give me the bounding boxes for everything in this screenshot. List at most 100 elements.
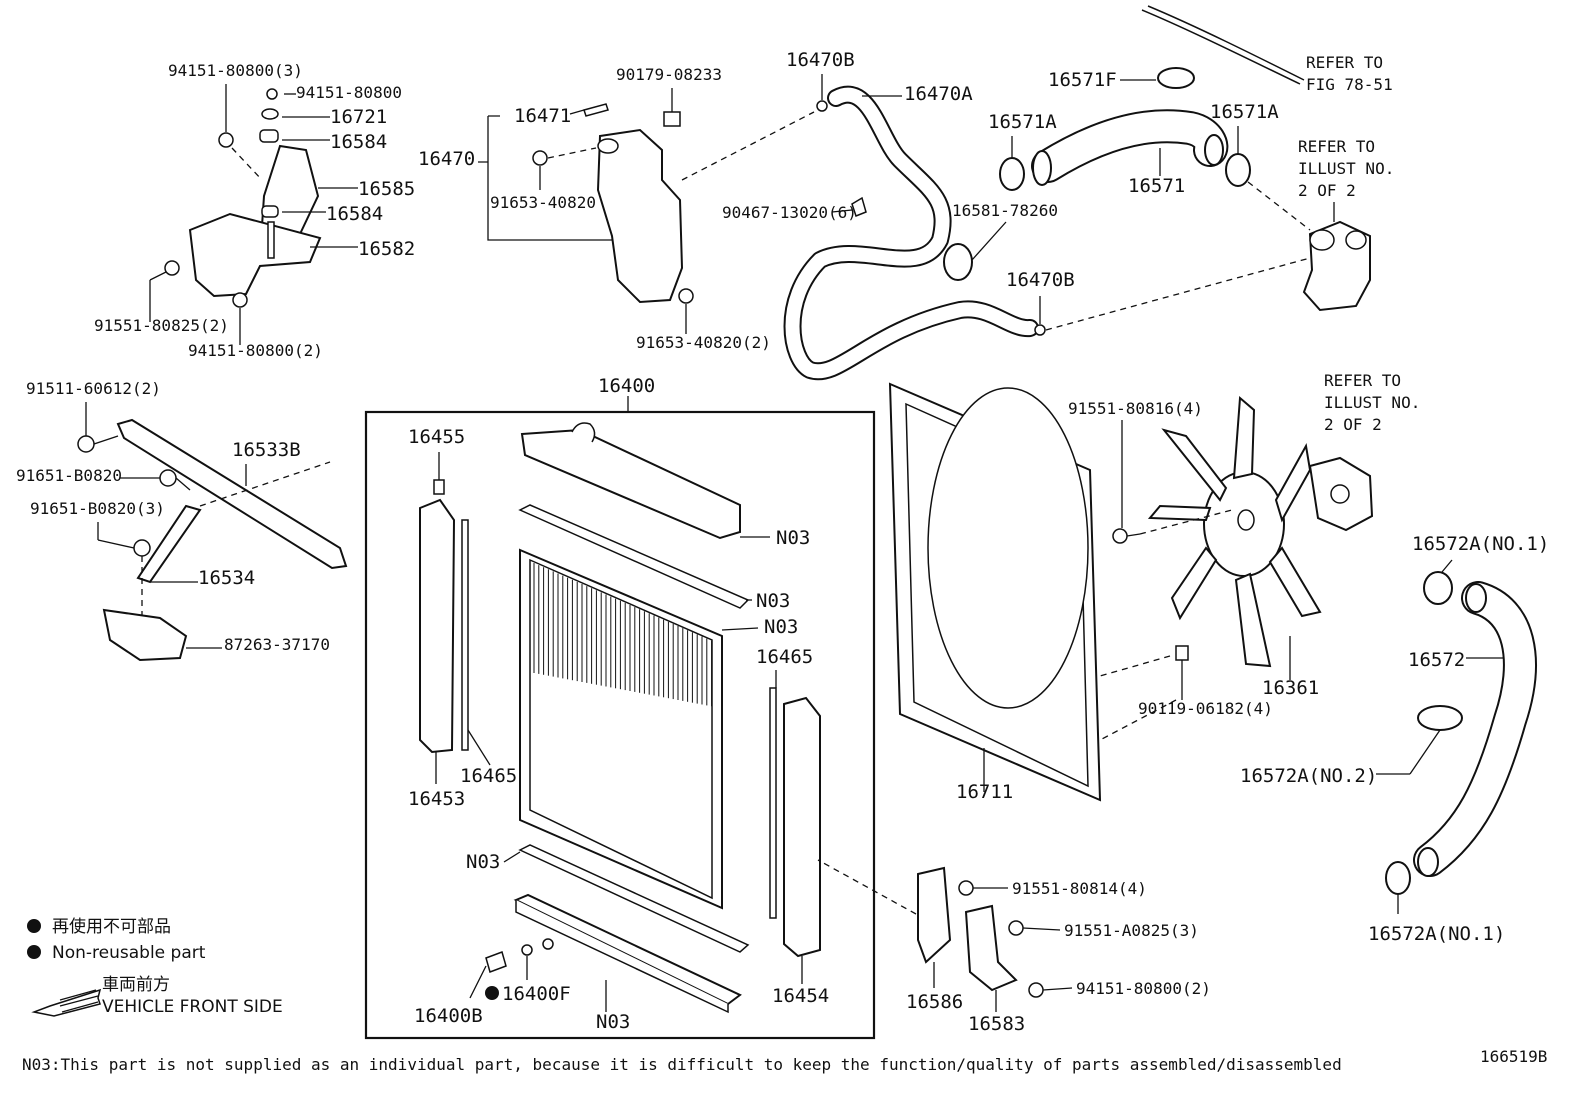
legend-bullet-jp xyxy=(27,919,41,933)
part-label: 16465 xyxy=(756,646,813,668)
lower-radiator-hose xyxy=(1413,581,1537,877)
part-label: 16583 xyxy=(968,1013,1025,1035)
part-label: 16400 xyxy=(598,375,655,397)
overflow-hose xyxy=(783,74,1311,381)
part-label: N03 xyxy=(596,1011,630,1033)
part-label: 91551-80825(2) xyxy=(94,316,229,335)
part-label: 16571F xyxy=(1048,69,1117,91)
hose-clamp-16571a-right xyxy=(1225,126,1311,231)
part-label: 91651-B0820(3) xyxy=(30,499,165,518)
part-label: 16572A(NO.1) xyxy=(1412,533,1549,555)
fan-shroud xyxy=(888,382,1102,802)
part-label: 16721 xyxy=(330,106,387,128)
part-label: 94151-80800(3) xyxy=(168,61,303,80)
part-label: 16572A(NO.1) xyxy=(1368,923,1505,945)
bolt-91551-a0825 xyxy=(1008,920,1061,936)
part-label: 16572A(NO.2) xyxy=(1240,765,1377,787)
part-label: 16571A xyxy=(988,111,1057,133)
part-label: 90179-08233 xyxy=(616,65,722,84)
part-label: 91651-B0820 xyxy=(16,466,122,485)
part-label: 16585 xyxy=(358,178,415,200)
water-outlet xyxy=(1302,202,1371,312)
part-label: N03 xyxy=(776,527,810,549)
part-label: 16400B xyxy=(414,1005,483,1027)
fig-reference-line xyxy=(1141,5,1305,85)
part-label: 94151-80800(2) xyxy=(1076,979,1211,998)
bracket-16582 xyxy=(149,212,358,345)
part-label: 16581-78260 xyxy=(952,201,1058,220)
part-label: ILLUST NO. xyxy=(1324,393,1420,412)
bracket-16586 xyxy=(817,859,952,988)
part-label: 16711 xyxy=(956,781,1013,803)
hose-clamp-16572a-no1-top xyxy=(1423,559,1453,605)
part-label: 16465 xyxy=(460,765,517,787)
reservoir-bracket xyxy=(218,84,358,236)
bracket-16583 xyxy=(964,904,1018,1012)
footnote: N03:This part is not supplied as an indi… xyxy=(22,1055,1342,1074)
part-label: REFER TO xyxy=(1306,53,1383,72)
upper-radiator-hose xyxy=(1031,109,1229,186)
bolt-90119 xyxy=(1099,645,1189,741)
part-label: FIG 78-51 xyxy=(1306,75,1393,94)
fan-coupling xyxy=(1308,456,1374,532)
lower-gasket xyxy=(503,844,750,953)
part-label: 16533B xyxy=(232,439,301,461)
part-label: 16571A xyxy=(1210,101,1279,123)
hose-clamp-16571f xyxy=(1120,67,1195,89)
part-label: 91653-40820(2) xyxy=(636,333,771,352)
part-label: 16471 xyxy=(514,105,571,127)
legend-bullet-en xyxy=(27,945,41,959)
part-number-labels: 94151-80800(3) 94151-80800 16721 16584 16585… xyxy=(16,49,1549,1035)
part-label: 90119-06182(4) xyxy=(1138,699,1273,718)
part-label: 16400F xyxy=(502,983,571,1005)
part-label: 94151-80800(2) xyxy=(188,341,323,360)
figure-code: 166519B xyxy=(1480,1047,1547,1066)
part-label: 16572 xyxy=(1408,649,1465,671)
part-label: 16453 xyxy=(408,788,465,810)
hose-clamp-16571a-left xyxy=(999,136,1025,191)
part-label: 91551-80816(4) xyxy=(1068,399,1203,418)
part-label: 16454 xyxy=(772,985,829,1007)
part-label: 16455 xyxy=(408,426,465,448)
part-label: 16470B xyxy=(786,49,855,71)
radiator-assembly-frame xyxy=(364,396,876,1040)
part-label: REFER TO xyxy=(1324,371,1401,390)
part-label: 16584 xyxy=(330,131,387,153)
upper-gasket xyxy=(518,504,752,609)
part-label: 16361 xyxy=(1262,677,1319,699)
part-label: N03 xyxy=(466,851,500,873)
seal-left xyxy=(461,519,491,766)
part-label: 16470B xyxy=(1006,269,1075,291)
part-label: 90467-13020(6) xyxy=(722,203,857,222)
nonreusable-mark-16400f xyxy=(485,986,499,1000)
side-member-right xyxy=(783,696,821,984)
part-label: N03 xyxy=(764,616,798,638)
part-label: 16584 xyxy=(326,203,383,225)
vehicle-front-arrow-icon xyxy=(31,988,102,1017)
legend: 再使用不可部品 Non-reusable part 車両前方 VEHICLE F… xyxy=(27,916,283,1017)
hose-clamp-16581 xyxy=(943,221,1007,281)
radiator-lower-tank xyxy=(513,893,742,1014)
part-label: 94151-80800 xyxy=(296,83,402,102)
drain-cock xyxy=(469,944,533,999)
bolt-91551-80814 xyxy=(958,880,1008,896)
part-label: 16571 xyxy=(1128,175,1185,197)
part-label: 91511-60612(2) xyxy=(26,379,161,398)
part-label: 91551-80814(4) xyxy=(1012,879,1147,898)
nut-94151-80800 xyxy=(1028,982,1073,998)
part-label: 2 OF 2 xyxy=(1324,415,1382,434)
part-label: 16582 xyxy=(358,238,415,260)
stay-16533b xyxy=(77,402,348,570)
seal-right xyxy=(769,670,777,919)
hose-clamp-16572a-no2 xyxy=(1376,705,1463,775)
part-label: 16470 xyxy=(418,148,475,170)
radiator-core xyxy=(519,548,759,910)
part-label: REFER TO xyxy=(1298,137,1375,156)
part-label: 2 OF 2 xyxy=(1298,181,1356,200)
part-label: 91653-40820 xyxy=(490,193,596,212)
hose-clamp-16572a-no1-bottom xyxy=(1385,861,1411,914)
part-label: N03 xyxy=(756,590,790,612)
legend-nonreusable-jp: 再使用不可部品 xyxy=(52,916,171,937)
bolt-91551-80816 xyxy=(1112,420,1141,544)
part-label: 91551-A0825(3) xyxy=(1064,921,1199,940)
